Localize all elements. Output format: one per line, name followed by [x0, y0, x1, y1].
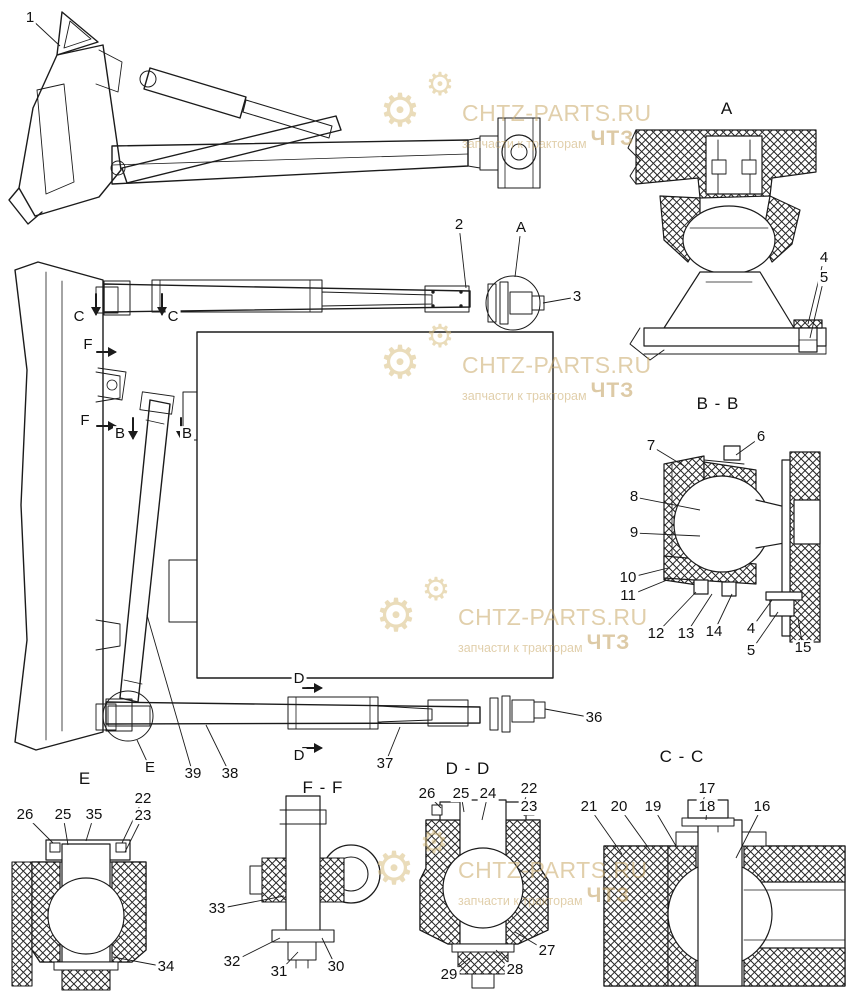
callout-22: 22 — [132, 790, 154, 808]
callout-11: 11 — [618, 587, 638, 605]
callout-9: 9 — [627, 524, 641, 542]
callout-18: 18 — [696, 798, 718, 816]
section-title-B-B: B - B — [696, 394, 740, 413]
callout-32: 32 — [221, 953, 243, 971]
callout-39: 39 — [182, 765, 204, 783]
callout-D: D — [291, 670, 307, 688]
callout-30: 30 — [325, 958, 347, 976]
callout-23: 23 — [518, 798, 540, 816]
callout-17: 17 — [696, 780, 718, 798]
callout-20: 20 — [608, 798, 630, 816]
callout-31: 31 — [268, 963, 290, 981]
callout-1: 1 — [23, 9, 37, 27]
callout-28: 28 — [504, 961, 526, 979]
callout-10: 10 — [617, 569, 639, 587]
callout-15: 15 — [792, 639, 814, 657]
section-title-E: E — [78, 769, 92, 788]
callout-29: 29 — [438, 966, 460, 984]
callout-22: 22 — [518, 780, 540, 798]
callout-C: C — [71, 308, 87, 326]
callout-38: 38 — [219, 765, 241, 783]
callout-A: A — [513, 219, 529, 237]
callout-27: 27 — [536, 942, 558, 960]
callout-26: 26 — [416, 785, 438, 803]
callout-3: 3 — [570, 288, 584, 306]
section-ff-drawing — [249, 795, 381, 969]
section-cc-drawing — [603, 799, 846, 987]
callout-4: 4 — [817, 249, 831, 267]
callout-5: 5 — [744, 642, 758, 660]
section-title-C-C: C - C — [659, 747, 705, 766]
callout-23: 23 — [132, 807, 154, 825]
section-title-D-D: D - D — [445, 759, 491, 778]
callout-24: 24 — [477, 785, 499, 803]
callout-C: C — [165, 308, 181, 326]
callout-B: B — [112, 425, 128, 443]
section-dd-drawing — [419, 799, 549, 989]
side-view-drawing — [8, 11, 541, 225]
callout-7: 7 — [644, 437, 658, 455]
callout-6: 6 — [754, 428, 768, 446]
callout-16: 16 — [751, 798, 773, 816]
section-title-A: A — [720, 99, 734, 118]
callout-35: 35 — [83, 806, 105, 824]
callout-25: 25 — [52, 806, 74, 824]
callout-2: 2 — [452, 216, 466, 234]
section-bb-drawing — [663, 445, 821, 643]
callout-13: 13 — [675, 625, 697, 643]
callout-25: 25 — [450, 785, 472, 803]
callout-5: 5 — [817, 269, 831, 287]
callout-14: 14 — [703, 623, 725, 641]
callout-4: 4 — [744, 620, 758, 638]
callout-21: 21 — [578, 798, 600, 816]
callout-F: F — [81, 336, 95, 354]
callout-8: 8 — [627, 488, 641, 506]
section-cut-markers — [91, 293, 323, 753]
section-e-drawing — [11, 839, 147, 991]
callout-33: 33 — [206, 900, 228, 918]
callout-12: 12 — [645, 625, 667, 643]
callout-26: 26 — [14, 806, 36, 824]
section-title-F-F: F - F — [302, 778, 344, 797]
section-a-drawing — [627, 129, 827, 361]
callout-D: D — [291, 747, 307, 765]
callout-36: 36 — [583, 709, 605, 727]
callout-19: 19 — [642, 798, 664, 816]
plan-view-drawing — [14, 261, 554, 753]
callout-F: F — [78, 412, 92, 430]
callout-37: 37 — [374, 755, 396, 773]
callout-34: 34 — [155, 958, 177, 976]
callout-E: E — [142, 759, 158, 777]
callout-B: B — [179, 425, 195, 443]
